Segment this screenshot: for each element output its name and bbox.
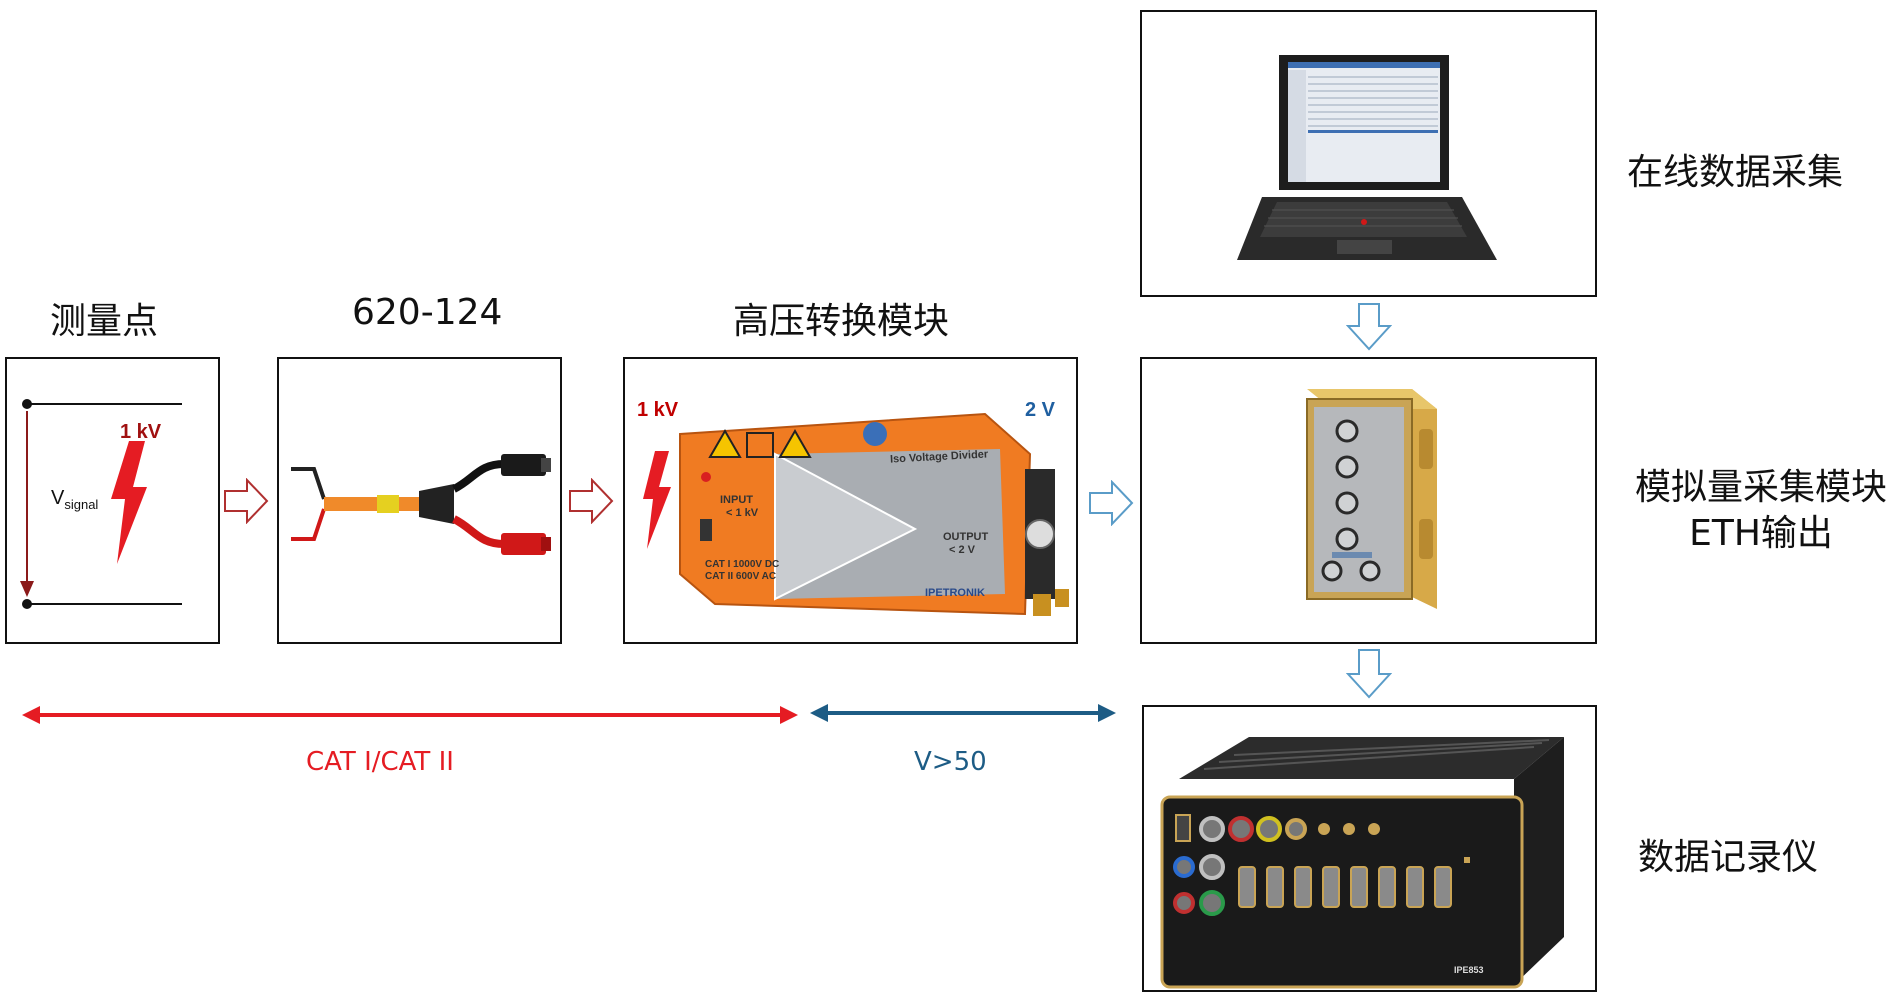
data-logger-label: 数据记录仪: [1638, 837, 1819, 878]
analog-module-label-line2: ETH输出: [1689, 513, 1833, 554]
cable-model-label: 620-124: [352, 292, 503, 333]
hv-cat-text: CAT I 1000V DC CAT II 600V AC: [705, 559, 779, 583]
flow-arrow-2: [569, 478, 614, 524]
hv-cat-line2: CAT II 600V AC: [705, 571, 777, 582]
laptop-image: [1237, 55, 1497, 260]
measure-point-label: 测量点: [50, 301, 159, 342]
hv-output-line2: < 2 V: [949, 544, 975, 556]
hv-module-image: [643, 412, 1069, 616]
hv-input-voltage: 1 kV: [637, 399, 679, 421]
cat-range-arrow: [22, 706, 798, 724]
hv-input-line2: < 1 kV: [726, 507, 759, 519]
cable-box: [277, 357, 562, 644]
online-acquisition-label: 在线数据采集: [1627, 152, 1844, 193]
analog-module-label-line1: 模拟量采集模块: [1635, 467, 1888, 508]
hv-module-box: 1 kV 2 V Iso Voltage Divider INPUT < 1 k…: [623, 357, 1078, 644]
hv-output-voltage: 2 V: [1025, 399, 1056, 421]
logger-model: IPE853: [1454, 965, 1484, 975]
down-arrow-1: [1346, 303, 1392, 351]
analog-module-box: [1140, 357, 1597, 644]
voltage-range-label: V>50: [914, 747, 987, 777]
measure-point-schematic: [20, 399, 182, 609]
cat-range-label: CAT I/CAT II: [306, 747, 454, 777]
signal-v: V: [51, 487, 65, 509]
laptop-box: [1140, 10, 1597, 297]
measure-point-box: 1 kV Vsignal: [5, 357, 220, 644]
hv-input-line1: INPUT: [720, 494, 753, 506]
hv-brand: IPETRONIK: [925, 587, 985, 599]
data-logger-image: [1160, 737, 1564, 989]
lightning-icon: [111, 441, 147, 564]
cable-image: [291, 454, 551, 555]
voltage-range-arrow: [810, 704, 1116, 722]
measure-voltage: 1 kV: [120, 421, 162, 443]
flow-arrow-1: [224, 478, 269, 524]
down-arrow-2: [1346, 649, 1392, 699]
flow-arrow-3: [1089, 480, 1134, 526]
lightning-icon: [643, 451, 671, 549]
analog-module-label: 模拟量采集模块 ETH输出: [1635, 465, 1887, 557]
hv-module-label: 高压转换模块: [733, 301, 950, 342]
hv-output-line1: OUTPUT: [943, 531, 989, 543]
data-logger-box: IPE853: [1142, 705, 1597, 992]
hv-output-text: OUTPUT < 2 V: [943, 531, 988, 557]
analog-module-image: [1306, 389, 1437, 609]
signal-sub: signal: [64, 497, 99, 512]
hv-input-text: INPUT < 1 kV: [720, 494, 758, 520]
signal-label: Vsignal: [51, 487, 98, 512]
hv-cat-line1: CAT I 1000V DC: [705, 559, 780, 570]
